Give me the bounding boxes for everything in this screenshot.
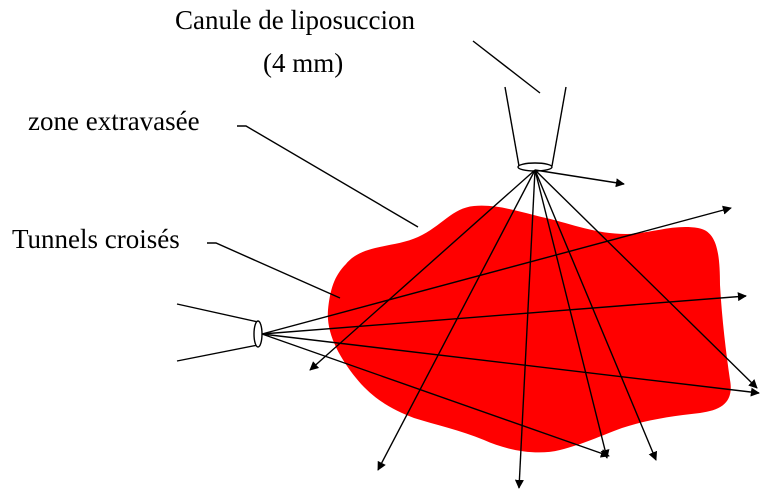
zone-label: zone extravasée xyxy=(28,106,200,136)
cannula-size-label: (4 mm) xyxy=(263,48,343,78)
cannula-leader-line xyxy=(473,41,540,93)
tunnels-label: Tunnels croisés xyxy=(12,224,180,254)
vertical-tunnel-arrow-7 xyxy=(535,170,624,184)
zone-leader-line xyxy=(237,126,418,227)
horizontal-cannula xyxy=(177,304,262,361)
tunnels-leader-line xyxy=(207,243,340,298)
cannula-label: Canule de liposuccion xyxy=(175,5,415,35)
vertical-cannula xyxy=(505,87,566,171)
extravasated-zone xyxy=(328,206,731,453)
